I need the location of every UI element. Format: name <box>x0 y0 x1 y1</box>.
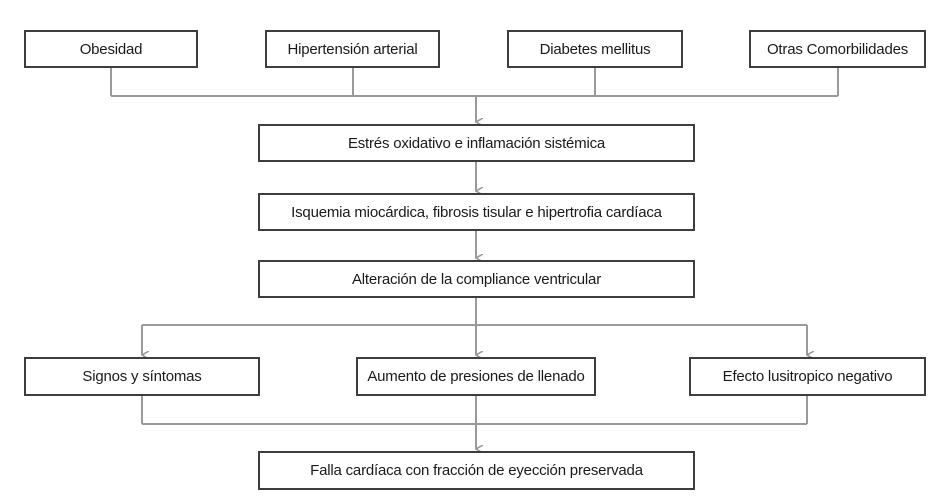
node-isquemia-miocardica: Isquemia miocárdica, fibrosis tisular e … <box>258 193 695 231</box>
node-efecto-label: Efecto lusitropico negativo <box>722 368 893 385</box>
node-alteracion-compliance: Alteración de la compliance ventricular <box>258 260 695 298</box>
node-otras-comorbilidades: Otras Comorbilidades <box>749 30 926 68</box>
node-obesidad-label: Obesidad <box>79 40 143 58</box>
node-obesidad: Obesidad <box>24 30 198 68</box>
node-estres-label: Estrés oxidativo e inflamación sistémica <box>347 134 606 152</box>
node-hipertension-label: Hipertensión arterial <box>287 40 418 58</box>
node-signos-label: Signos y síntomas <box>82 368 202 385</box>
node-otras-label: Otras Comorbilidades <box>766 40 909 58</box>
node-hipertension-arterial: Hipertensión arterial <box>265 30 440 68</box>
node-isquemia-label: Isquemia miocárdica, fibrosis tisular e … <box>291 203 662 221</box>
node-falla-label: Falla cardíaca con fracción de eyección … <box>310 462 643 479</box>
node-falla-cardiaca: Falla cardíaca con fracción de eyección … <box>258 451 695 490</box>
node-signos-sintomas: Signos y síntomas <box>24 357 260 396</box>
node-alteracion-label: Alteración de la compliance ventricular <box>352 270 601 288</box>
node-efecto-lusitropico: Efecto lusitropico negativo <box>689 357 926 396</box>
node-aumento-presiones: Aumento de presiones de llenado <box>356 357 596 396</box>
node-diabetes-label: Diabetes mellitus <box>539 40 651 58</box>
node-estres-oxidativo: Estrés oxidativo e inflamación sistémica <box>258 124 695 162</box>
node-aumento-label: Aumento de presiones de llenado <box>367 368 585 385</box>
node-diabetes-mellitus: Diabetes mellitus <box>507 30 683 68</box>
